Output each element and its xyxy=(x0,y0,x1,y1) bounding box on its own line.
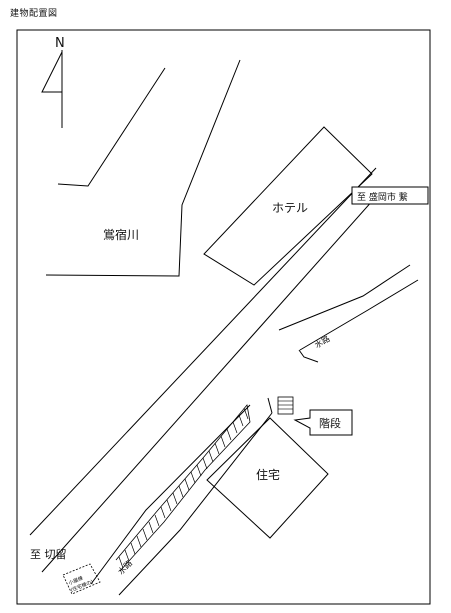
waterway-upper-line xyxy=(298,349,319,363)
hotel-label: ホテル xyxy=(272,201,308,215)
house-label: 住宅 xyxy=(256,467,280,482)
waterway-upper-label: 水路 xyxy=(313,333,332,350)
to-morioka-box xyxy=(351,186,429,205)
to-morioka-label: 至 盛岡市 繋 xyxy=(357,191,408,203)
slope-embankment xyxy=(115,404,251,572)
river-bank-right xyxy=(45,59,241,277)
road-edge-lower xyxy=(41,189,383,573)
embankment-connector xyxy=(267,397,273,414)
hotel-building xyxy=(203,126,373,286)
stairs-label: 階段 xyxy=(319,416,341,430)
stairs-callout xyxy=(293,409,353,436)
page-title: 建物配置図 xyxy=(10,9,58,19)
north-arrow-icon xyxy=(41,50,63,128)
stairs-symbol xyxy=(277,396,294,415)
waterway-lower-label: 水路 xyxy=(116,558,134,576)
river-label: 鴬宿川 xyxy=(103,227,139,242)
side-road-lower xyxy=(299,279,419,351)
river-bank-left xyxy=(57,67,166,187)
driveway-line-left xyxy=(90,404,251,585)
side-road-upper xyxy=(278,264,411,331)
house-building xyxy=(206,417,329,539)
driveway-line-right xyxy=(118,412,273,596)
north-label: N xyxy=(55,36,65,51)
road-edge-upper xyxy=(29,167,377,536)
to-kirido-label: 至 切留 xyxy=(30,548,67,561)
diagram-frame xyxy=(16,29,431,605)
